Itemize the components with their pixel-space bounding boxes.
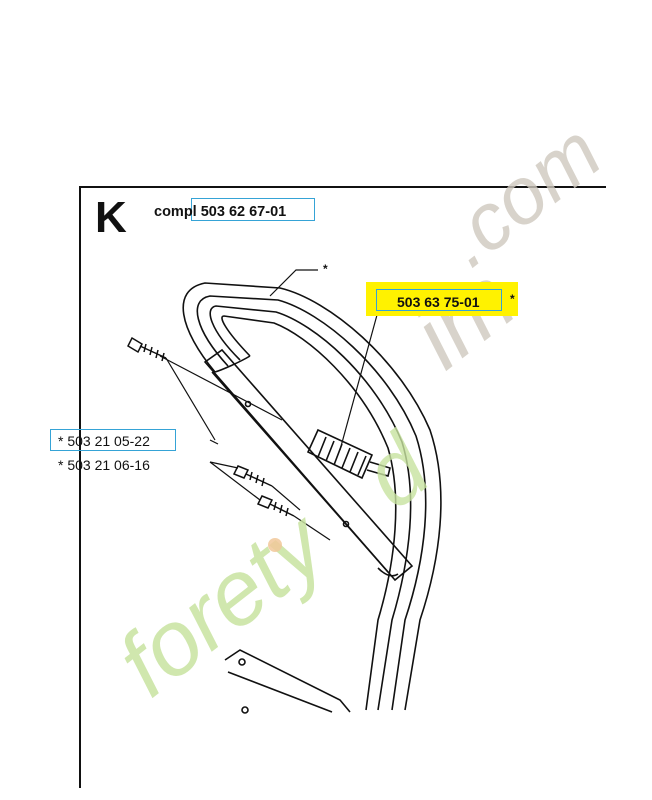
screw-part-box — [50, 429, 176, 451]
highlighted-star: * — [510, 292, 515, 306]
lower-bracket — [224, 649, 351, 714]
leader-lines — [159, 269, 396, 541]
compl-part-number: compl 503 62 67-01 — [154, 204, 287, 220]
screw-part-number-2: * 503 21 06-16 — [58, 457, 150, 473]
svg-text:forety: forety — [100, 491, 348, 716]
diagram-frame — [79, 186, 606, 788]
highlight-box — [376, 289, 502, 311]
screws — [127, 336, 295, 517]
handlebar — [182, 282, 442, 711]
spring — [306, 428, 391, 480]
svg-text:im: im — [395, 248, 534, 388]
compl-part-box — [191, 198, 315, 221]
watermark: forety d im .com — [100, 107, 618, 716]
screw-part-number-1: * 503 21 05-22 — [58, 433, 150, 449]
section-letter: K — [95, 193, 127, 242]
highlighted-part-number: 503 63 75-01 — [397, 294, 480, 310]
svg-text:.com: .com — [426, 107, 617, 284]
bracket — [203, 348, 414, 582]
handle-star: * — [323, 262, 328, 276]
